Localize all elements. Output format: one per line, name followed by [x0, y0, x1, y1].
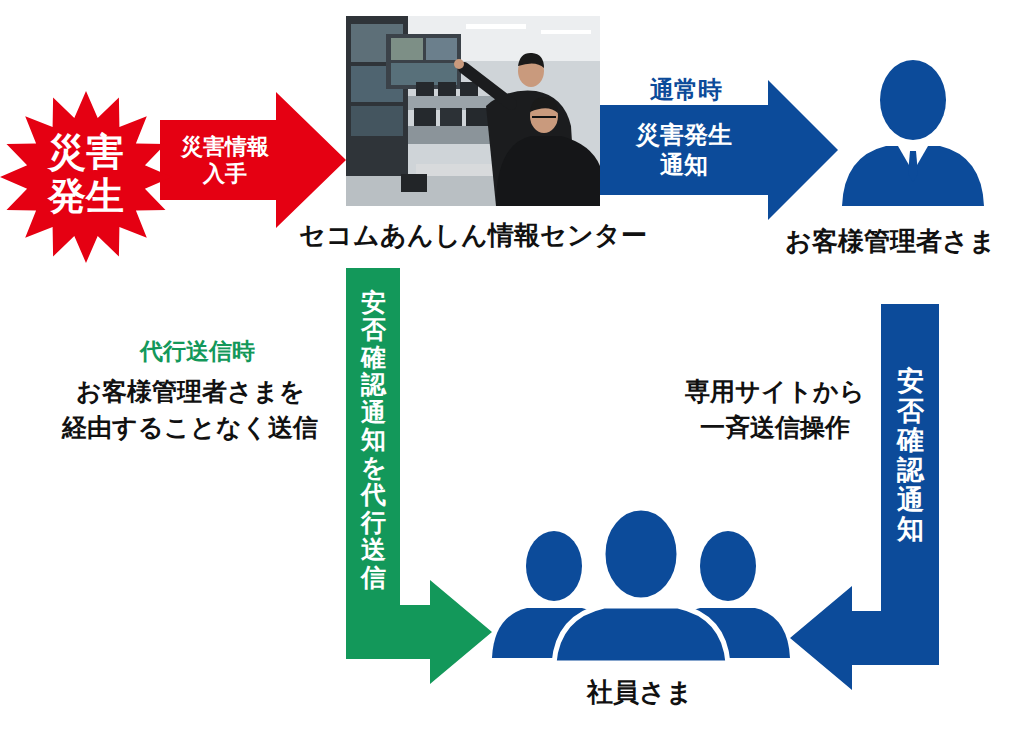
disaster-burst: 災害 発生	[0, 85, 172, 265]
admin-figure	[842, 60, 984, 206]
arrow-label: 災害発生 通知	[629, 120, 739, 180]
arrow-label: 安否確認通知	[897, 366, 924, 544]
admin-figure-box: お客様管理者さま	[838, 58, 988, 206]
flow-arrow	[346, 268, 492, 684]
staff-caption: 社員さま	[587, 677, 693, 708]
condition-label: 通常時	[650, 73, 722, 108]
admin-caption: お客様管理者さま	[785, 226, 996, 257]
monitoring-center: セコムあんしん情報センター	[346, 16, 600, 206]
arrow-label: 災害情報 入手	[175, 133, 275, 188]
note-text: 専用サイトから 一斉送信操作	[675, 374, 875, 447]
burst-text: 災害 発生	[42, 131, 129, 218]
center-caption: セコムあんしん情報センター	[299, 220, 647, 251]
condition-label: 代行送信時	[140, 335, 255, 368]
arrow-label: 安否確認通知を代行送信	[361, 289, 386, 592]
flow-arrow	[160, 92, 346, 228]
staff-group-box: 社員さま	[492, 508, 790, 663]
center-photo	[346, 16, 600, 206]
note-text: お客様管理者さまを 経由することなく送信	[55, 374, 325, 447]
staff-group	[492, 508, 790, 663]
starburst	[0, 91, 172, 263]
flow-arrow	[790, 304, 939, 690]
